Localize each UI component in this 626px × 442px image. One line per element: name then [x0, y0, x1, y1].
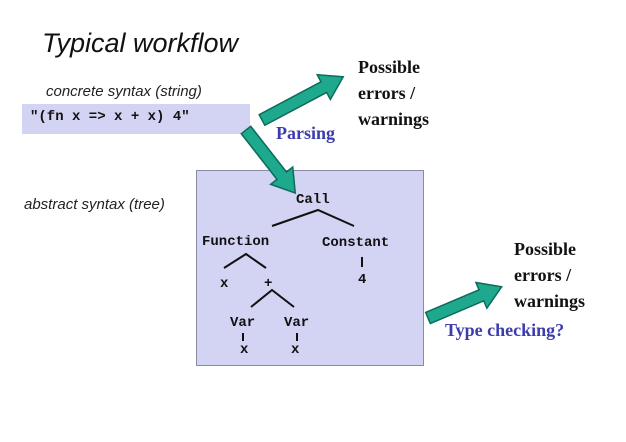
arrow-parsing [240, 125, 297, 195]
errors-top-line-3: warnings [358, 109, 430, 129]
tree-edge-call [271, 208, 355, 227]
errors-right-line-1: Possible [514, 239, 577, 259]
slide-title: Typical workflow [42, 28, 239, 58]
errors-right-line-3: warnings [514, 291, 586, 311]
errors-top-line-2: errors / [358, 83, 416, 103]
concrete-code-box [22, 104, 250, 134]
errors-right: Possible errors / warnings [514, 236, 585, 314]
abstract-syntax-label: abstract syntax (tree) [24, 196, 165, 213]
tree-node-var-2: Var [284, 315, 310, 331]
tree-node-var-1: Var [230, 315, 256, 331]
concrete-code: "(fn x => x + x) 4" [30, 109, 190, 125]
abstract-syntax-tree-box [196, 170, 424, 366]
tree-node-function: Function [202, 234, 270, 250]
tree-node-x-param: x [220, 276, 229, 292]
concrete-syntax-label: concrete syntax (string) [46, 83, 202, 100]
tree-node-call: Call [296, 192, 330, 208]
type-checking-label: Type checking? [445, 320, 565, 340]
errors-top-line-1: Possible [358, 57, 421, 77]
tree-node-4: 4 [358, 272, 367, 288]
tree-edge-function [223, 252, 267, 269]
tree-node-x-2: x [291, 342, 300, 358]
arrow-to-errors-top [258, 73, 345, 127]
tree-node-plus: + [264, 276, 273, 292]
parsing-label: Parsing [276, 123, 336, 143]
tree-node-x-1: x [240, 342, 249, 358]
tree-node-constant: Constant [322, 235, 390, 251]
errors-right-line-2: errors / [514, 265, 572, 285]
tree-edge-plus [250, 288, 295, 308]
errors-top: Possible errors / warnings [358, 54, 429, 132]
arrow-to-errors-right [424, 281, 503, 325]
